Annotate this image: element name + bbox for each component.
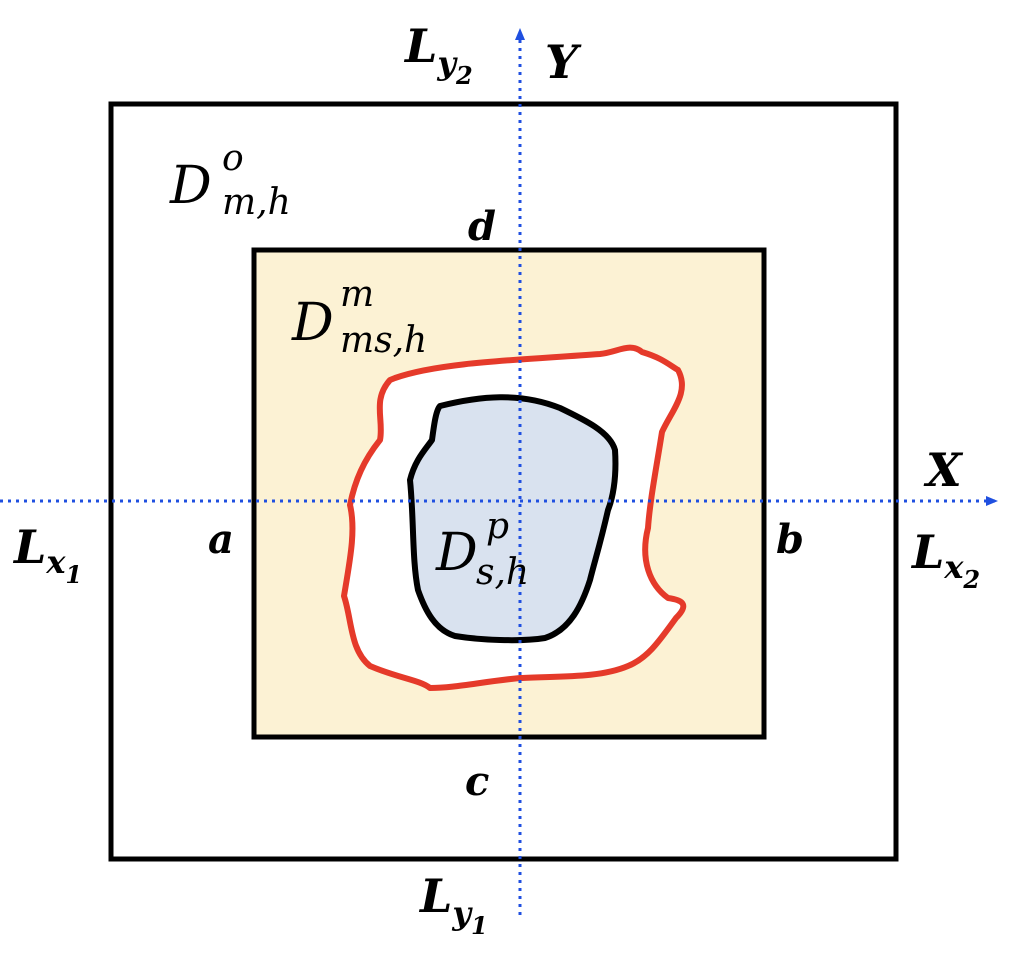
label-ly2-sub: y — [436, 44, 458, 82]
core-domain-region — [407, 394, 619, 644]
label-core-domain-sub: s,h — [476, 552, 529, 593]
label-lx2-sub: x — [943, 548, 964, 586]
edge-label-d: d — [468, 203, 496, 250]
label-ly1-subsub: 1 — [471, 911, 488, 940]
label-lx1: Lx1 — [12, 520, 82, 589]
label-ly1-sub: y — [451, 894, 473, 932]
edge-label-c: c — [465, 758, 489, 805]
label-core-domain-main: D — [435, 523, 478, 583]
label-middle-domain-sub: ms,h — [340, 320, 427, 361]
label-outer-domain-sub: m,h — [222, 182, 291, 223]
label-lx2-main: L — [910, 525, 944, 579]
label-ly2-subsub: 2 — [455, 61, 473, 90]
label-ly1-main: L — [418, 869, 452, 923]
label-ly2-main: L — [403, 19, 437, 73]
label-outer-domain-main: D — [169, 156, 212, 216]
y-axis-label: Y — [545, 35, 582, 89]
edge-label-b: b — [776, 516, 804, 563]
edge-label-a: a — [208, 516, 234, 563]
label-middle-domain-sup: m — [340, 274, 374, 315]
label-outer-domain-sup: o — [222, 138, 244, 179]
label-ly2: Ly2 — [403, 19, 473, 90]
label-lx2-subsub: 2 — [962, 565, 980, 594]
label-lx1-main: L — [12, 520, 46, 574]
label-lx1-subsub: 1 — [65, 560, 82, 589]
label-middle-domain-main: D — [291, 293, 334, 353]
label-lx2: Lx2 — [910, 525, 980, 594]
label-ly1: Ly1 — [418, 869, 488, 940]
label-lx1-sub: x — [45, 543, 66, 581]
x-axis-label: X — [923, 443, 964, 497]
label-core-domain-sup: p — [486, 506, 509, 547]
